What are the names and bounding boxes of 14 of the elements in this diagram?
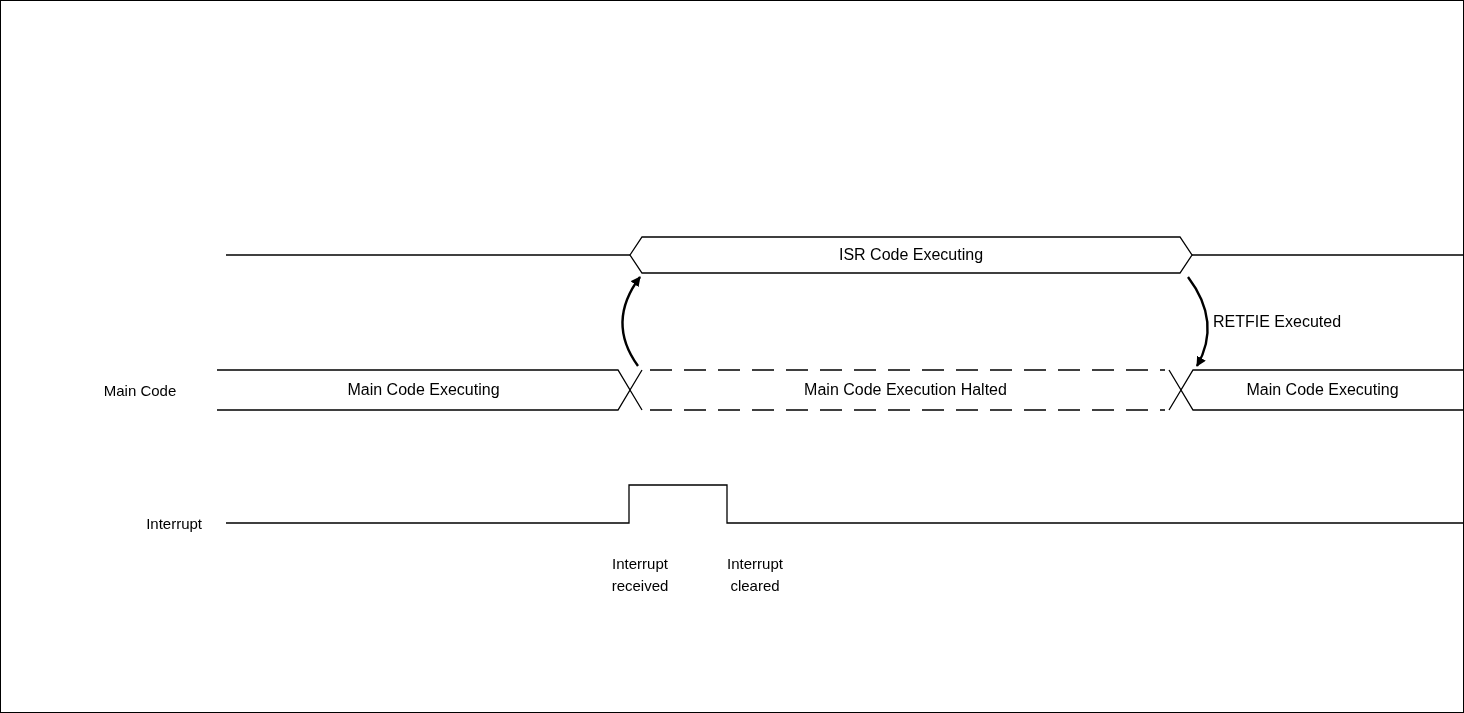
signal-name: Interrupt <box>145 514 202 534</box>
state-label: Main Code Executing <box>1246 380 1399 400</box>
curved-arrow <box>621 276 641 367</box>
signal-name: Main Code <box>102 381 178 401</box>
bus-state-shape <box>217 370 630 410</box>
event-note: Interrupt received <box>610 554 670 596</box>
bus-state-shape <box>1181 370 1464 410</box>
state-label: Main Code Executing <box>347 380 500 400</box>
state-label: Main Code Execution Halted <box>804 380 1007 400</box>
state-label: ISR Code Executing <box>838 245 984 265</box>
bus-state-shape <box>630 370 1181 410</box>
bus-state-shape <box>630 237 1192 273</box>
curved-arrow <box>1187 276 1209 367</box>
event-note: Interrupt cleared <box>726 554 784 596</box>
